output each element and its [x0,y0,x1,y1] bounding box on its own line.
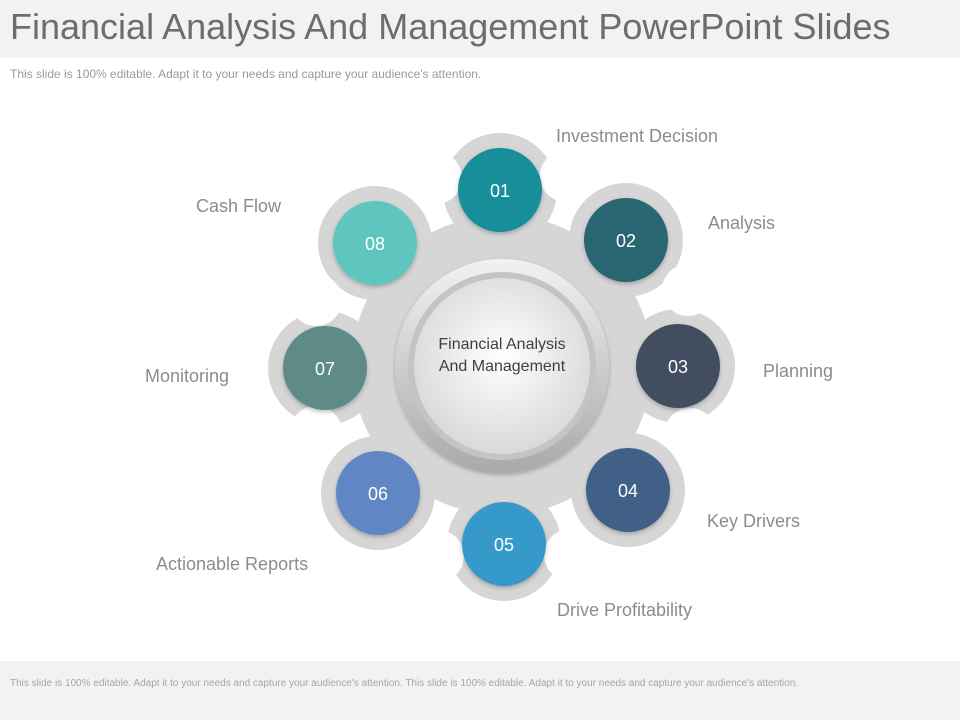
label-drive-profitability: Drive Profitability [557,600,693,620]
label-investment-decision: Investment Decision [556,126,719,146]
node-05-number: 05 [494,535,514,555]
node-07-number: 07 [315,359,335,379]
node-03-number: 03 [668,357,688,377]
page-title: Financial Analysis And Management PowerP… [10,6,891,47]
node-04-number: 04 [618,481,638,501]
title-bar [0,0,960,58]
node-06-number: 06 [368,484,388,504]
center-hub [395,259,609,473]
node-08-number: 08 [365,234,385,254]
node-08-circle [333,201,417,285]
petal-gaps [290,150,716,582]
node-02-number: 02 [616,231,636,251]
label-monitoring: Monitoring [145,366,230,386]
node-05-circle [462,502,546,586]
label-cash-flow: Cash Flow [196,196,282,216]
node-07-circle [283,326,367,410]
number-nodes [283,148,720,586]
page-subtitle: This slide is 100% editable. Adapt it to… [10,67,482,81]
node-04-circle [586,448,670,532]
footer-bar [0,661,960,720]
footer-text: This slide is 100% editable. Adapt it to… [10,678,799,689]
node-01-number: 01 [490,181,510,201]
label-key-drivers: Key Drivers [707,511,801,531]
label-planning: Planning [763,361,834,381]
node-02-circle [584,198,668,282]
node-03-circle [636,324,720,408]
node-01-circle [458,148,542,232]
node-06-circle [336,451,420,535]
center-label: Financial Analysis And Management [438,336,566,375]
label-actionable-reports: Actionable Reports [156,554,309,574]
label-analysis: Analysis [708,213,776,233]
